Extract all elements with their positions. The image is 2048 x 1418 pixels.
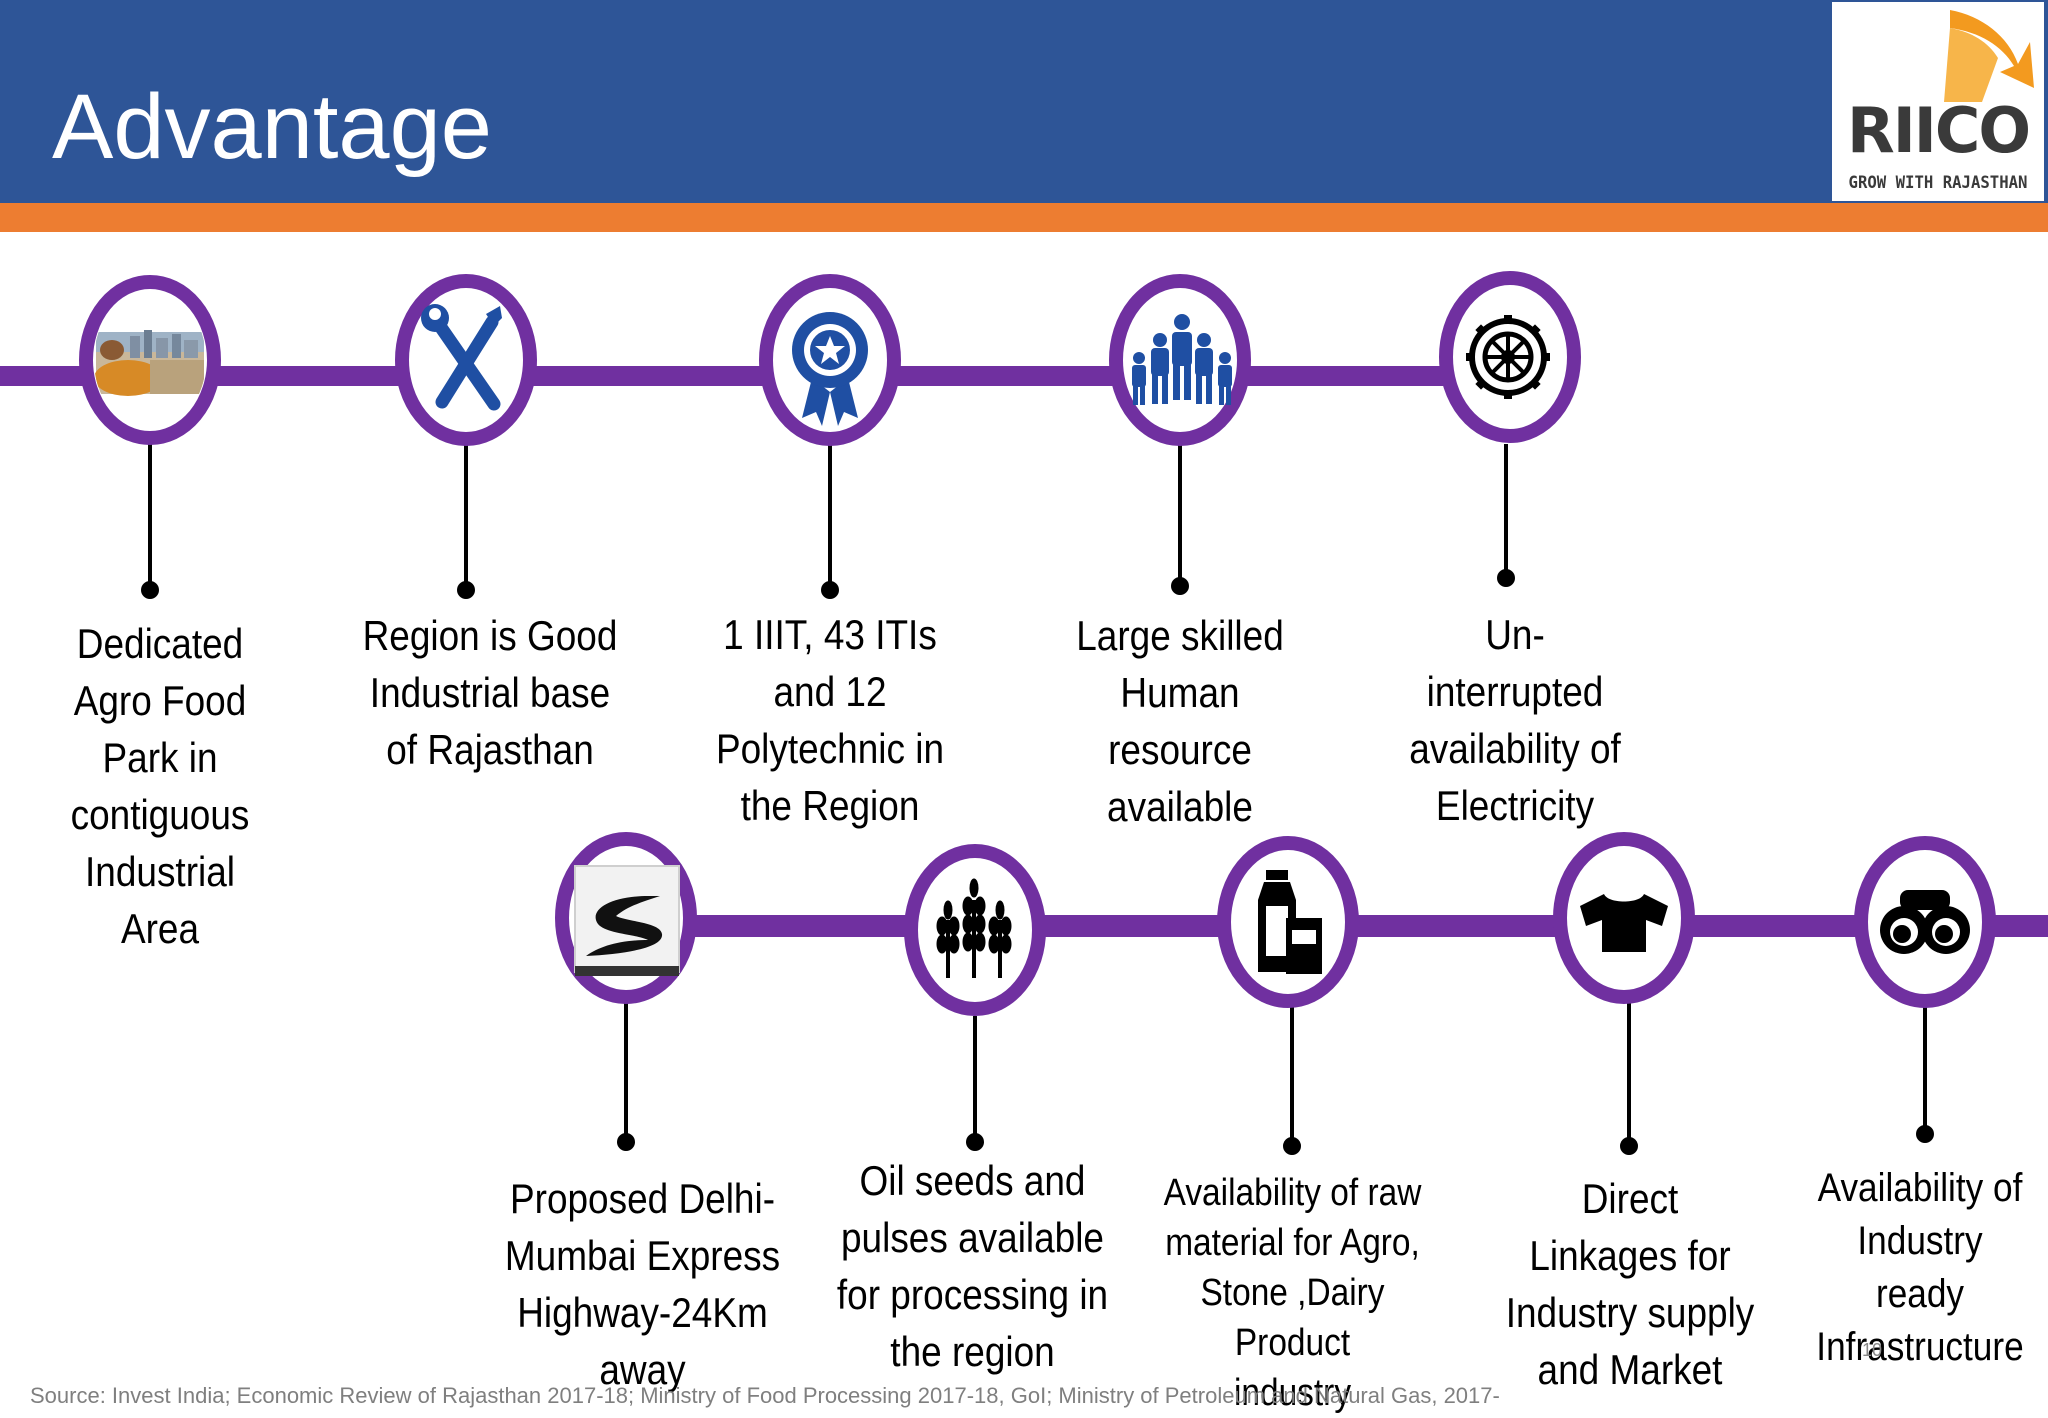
caption-line: industry (1233, 1372, 1352, 1414)
caption-line: availability of (1409, 725, 1621, 772)
award-badge-icon (759, 274, 901, 446)
caption-line: and Market (1537, 1346, 1723, 1393)
caption-line: Mumbai Express (504, 1232, 781, 1279)
caption-line: Industrial base (369, 669, 611, 716)
logo-arrow-icon (1944, 10, 2034, 102)
caption-industrial-base: Region is Good Industrial base of Rajast… (340, 607, 639, 778)
binoculars-icon (1854, 836, 1996, 1008)
caption-line: Human (1120, 669, 1240, 716)
tools-icon (395, 274, 537, 446)
caption-line: Large skilled (1076, 612, 1284, 659)
caption-expressway: Proposed Delhi- Mumbai Express Highway-2… (491, 1170, 795, 1398)
caption-line: Linkages for (1529, 1232, 1731, 1279)
caption-line: and 12 (773, 668, 887, 715)
caption-oil-seeds: Oil seeds and pulses available for proce… (821, 1152, 1125, 1380)
caption-line: Area (120, 905, 200, 952)
caption-line: Industrial (85, 848, 235, 895)
logo-tagline: GROW WITH RAJASTHAN (1848, 173, 2028, 193)
caption-line: Stone ,Dairy Product (1200, 1272, 1385, 1364)
people-group-icon (1109, 274, 1251, 446)
caption-education-institutes: 1 IIIT, 43 ITIs and 12 Polytechnic in th… (680, 606, 979, 834)
tshirt-icon (1553, 832, 1695, 1004)
caption-skilled-resource: Large skilled Human resource available (1048, 607, 1312, 835)
caption-line: available (1107, 783, 1253, 830)
caption-line: away (599, 1346, 686, 1393)
caption-line: for processing in (836, 1271, 1109, 1318)
caption-electricity: Un- interrupted availability of Electric… (1379, 606, 1652, 834)
bottom-timeline-line (680, 915, 2048, 937)
caption-line: ready (1875, 1272, 1965, 1316)
caption-line: Un- (1485, 611, 1545, 658)
caption-line: the region (890, 1328, 1055, 1375)
caption-line: Availability of (1817, 1166, 2023, 1210)
caption-line: the Region (740, 782, 920, 829)
caption-line: Agro Food (73, 677, 247, 724)
turbine-wheel-icon (1439, 271, 1581, 443)
caption-line: material for Agro, (1165, 1222, 1420, 1264)
milk-bottle-icon (1217, 836, 1359, 1008)
caption-raw-material: Availability of raw material for Agro, S… (1141, 1168, 1445, 1418)
caption-line: Highway-24Km (517, 1289, 768, 1336)
caption-line: 1 IIIT, 43 ITIs (723, 611, 937, 658)
caption-infrastructure: Availability of Industry ready Infrastru… (1797, 1162, 2043, 1374)
caption-line: Park in (102, 734, 218, 781)
caption-line: Direct (1581, 1175, 1679, 1222)
caption-line: Industry (1857, 1219, 1983, 1263)
caption-line: resource (1108, 726, 1252, 773)
caption-line: Dedicated (76, 620, 244, 667)
highway-icon (555, 832, 697, 1004)
caption-line: Proposed Delhi- (509, 1175, 776, 1222)
caption-line: Region is Good (362, 612, 618, 659)
wheat-icon (904, 844, 1046, 1016)
page-number: 10 (1862, 1340, 1883, 1360)
agro-park-photo-icon (79, 275, 221, 445)
accent-stripe (0, 203, 2048, 232)
caption-line: Industry supply (1505, 1289, 1755, 1336)
caption-line: Electricity (1435, 782, 1595, 829)
caption-line: Infrastructure (1816, 1325, 2024, 1369)
caption-line: contiguous (70, 791, 250, 838)
caption-line: Oil seeds and (859, 1157, 1086, 1204)
caption-agro-food-park: Dedicated Agro Food Park in contiguous I… (54, 615, 265, 957)
caption-line: Availability of raw (1163, 1172, 1422, 1214)
logo-word: RIICO (1846, 94, 2031, 167)
caption-direct-linkages: Direct Linkages for Industry supply and … (1489, 1170, 1771, 1398)
header-bar: Advantage (0, 0, 2048, 203)
caption-line: Polytechnic in (715, 725, 945, 772)
caption-line: interrupted (1426, 668, 1604, 715)
riico-logo: RIICO GROW WITH RAJASTHAN (1832, 2, 2044, 201)
source-footnote: Source: Invest India; Economic Review of… (30, 1383, 1500, 1408)
caption-line: pulses available (840, 1214, 1105, 1261)
caption-line: of Rajasthan (386, 726, 594, 773)
page-title: Advantage (52, 76, 492, 178)
